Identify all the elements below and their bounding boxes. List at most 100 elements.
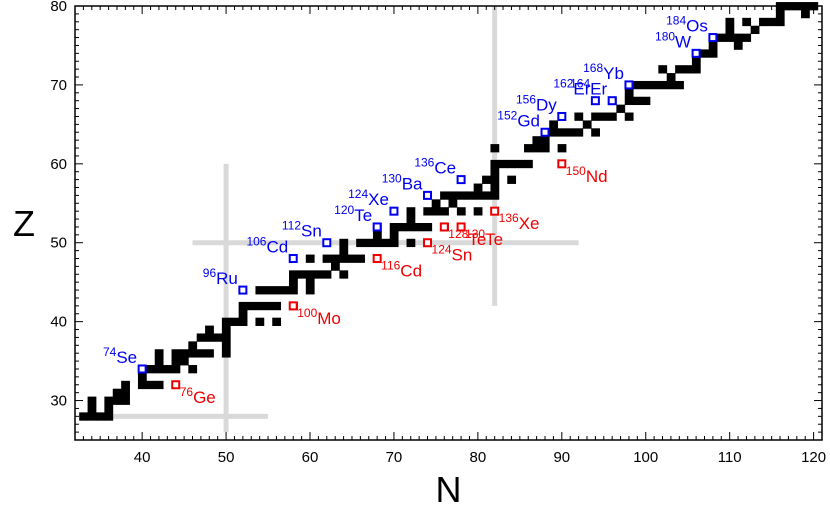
stable-nuclide-point [750, 25, 760, 35]
emitter-point [624, 80, 634, 90]
stable-nuclide-point [238, 317, 248, 326]
double_beta-label: 150Nd [566, 164, 608, 186]
stable-nuclide-point [389, 223, 399, 232]
emitter-label: 156Dy [516, 92, 557, 114]
y-tick-label: 50 [50, 235, 67, 252]
x-tick-label: 120 [801, 449, 826, 466]
stable-nuclide-point [372, 230, 382, 240]
stable-nuclide-point [490, 144, 500, 153]
stable-nuclide-point [154, 357, 164, 366]
stable-nuclide-point [230, 317, 240, 326]
stable-nuclide-point [87, 396, 97, 405]
stable-nuclide-point [213, 333, 223, 342]
stable-nuclide-point [482, 175, 491, 184]
stable-nuclide-point [205, 325, 214, 334]
stable-nuclide-point [381, 238, 391, 248]
double_beta-point [557, 159, 567, 169]
emitter-label: 124Xe [348, 187, 389, 209]
double_beta-point [490, 206, 500, 216]
stable-nuclide-point [490, 159, 500, 169]
stable-nuclide-point [549, 128, 559, 137]
stable-nuclide-point [146, 365, 156, 374]
stable-nuclide-point [356, 238, 365, 248]
emitter-point [456, 175, 466, 185]
stable-nuclide-point [649, 80, 659, 90]
stable-nuclide-point [431, 199, 441, 208]
stable-nuclide-point [398, 223, 407, 232]
stable-nuclide-point [624, 112, 634, 121]
stable-nuclide-point [221, 325, 231, 334]
emitter-point [372, 222, 382, 232]
y-tick-label: 30 [50, 393, 67, 410]
stable-nuclide-point [725, 33, 735, 42]
x-tick-label: 100 [633, 449, 658, 466]
stable-nuclide-point [473, 207, 483, 216]
stable-nuclide-point [490, 191, 500, 200]
double_beta-label: 130Te [465, 227, 503, 249]
isotope-labels: 74Se96Ru106Cd112Sn120Te124Xe130Ba136Ce15… [103, 14, 708, 407]
stable-nuclide-point [482, 191, 491, 200]
double_beta-label: 76Ge [180, 385, 216, 407]
stable-nuclide-point [641, 96, 651, 106]
stable-nuclide-point [95, 412, 105, 421]
stable-nuclide-point [473, 183, 483, 192]
stable-nuclide-point [633, 96, 642, 106]
emitter-label: 74Se [103, 345, 137, 367]
stable-nuclide-point [465, 191, 475, 200]
stable-nuclide-point [440, 191, 449, 200]
stable-nuclide-point [305, 254, 315, 263]
stable-nuclide-point [733, 33, 743, 42]
stable-nuclide-point [121, 388, 130, 397]
stable-nuclide-point [263, 286, 273, 295]
stable-nuclide-point [574, 112, 584, 121]
stable-nuclide-point [456, 191, 466, 200]
stable-nuclide-point [112, 388, 122, 397]
stable-nuclide-point [456, 207, 466, 216]
stable-nuclide-point [742, 17, 752, 27]
stable-nuclide-point [717, 33, 726, 42]
stable-nuclide-point [322, 254, 332, 263]
stable-nuclide-point [700, 49, 710, 58]
stable-nuclide-point [247, 301, 256, 311]
x-tick-label: 40 [134, 449, 151, 466]
x-tick-label: 70 [386, 449, 403, 466]
emitter-point [389, 206, 399, 216]
stable-nuclide-point [238, 309, 248, 319]
stable-nuclide-point [633, 80, 642, 90]
stable-nuclide-point [104, 396, 114, 405]
stable-nuclide-point [163, 365, 172, 374]
stable-nuclide-point [221, 317, 231, 326]
stable-nuclide-point [289, 278, 298, 287]
stable-nuclide-point [137, 372, 147, 382]
stable-nuclide-point [154, 365, 164, 374]
stable-nuclide-point [406, 223, 416, 232]
stable-nuclide-point [524, 144, 533, 153]
stable-nuclide-point [675, 65, 684, 74]
stable-nuclide-point [490, 175, 500, 184]
x-tick-label: 90 [553, 449, 570, 466]
stable-nuclide-point [389, 238, 399, 248]
stable-nuclide-point [347, 254, 357, 263]
double_beta-label: 128Te [448, 227, 486, 249]
emitter-point [607, 96, 617, 106]
stable-nuclide-point [725, 25, 735, 35]
stable-nuclide-point [255, 286, 265, 295]
stable-nuclide-point [305, 270, 315, 279]
stable-nuclide-point [759, 17, 768, 27]
stable-nuclide-point [708, 41, 718, 50]
stable-nuclide-point [179, 357, 189, 366]
emitter-point [557, 111, 567, 121]
double_beta-point [456, 222, 466, 232]
emitter-label: 164Er [570, 77, 607, 99]
stable-nuclide-point [591, 112, 600, 121]
stable-nuclide-point [557, 144, 567, 153]
double_beta-point [372, 254, 382, 264]
stable-nuclide-point [775, 17, 785, 27]
double_beta-label: 124Sn [432, 243, 473, 265]
plot-frame [74, 5, 823, 441]
emitter-label: 130Ba [382, 171, 423, 193]
stable-nuclide-point [137, 380, 147, 390]
stable-nuclide-point [372, 238, 382, 248]
stable-nuclide-point [733, 41, 743, 50]
emitter-point [423, 190, 433, 200]
